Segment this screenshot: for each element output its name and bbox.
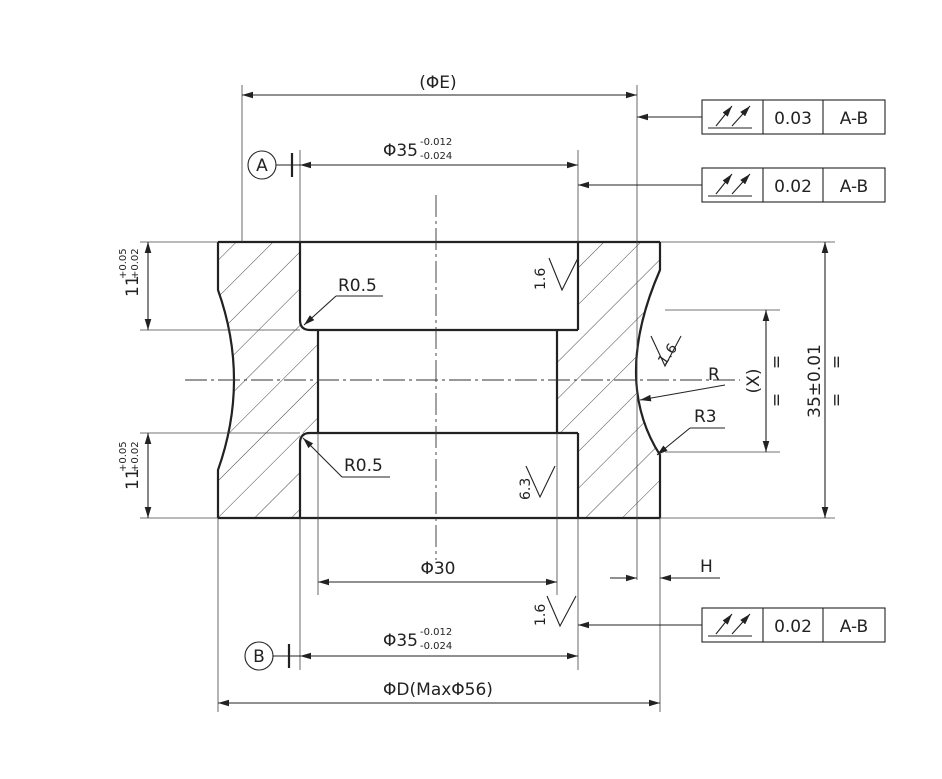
total-runout-icon [708, 173, 752, 197]
surface-finish-1: 1.6 [533, 257, 579, 292]
dim-eq-2: = [767, 393, 787, 407]
dim-d35-bottom: Φ35 -0.012 -0.024 [383, 627, 452, 652]
center-lines [185, 195, 740, 560]
surface-finish-3: 1.6 [650, 335, 682, 368]
dim-eq-3: = [827, 355, 847, 369]
fcf-1-tolerance: 0.03 [774, 109, 812, 129]
surface-finish-3-value: 1.6 [655, 341, 681, 368]
dim-eq-1: = [767, 355, 787, 369]
fcf-2-tolerance: 0.02 [774, 177, 812, 197]
fcf-2-datum: A-B [840, 177, 868, 197]
dimension-lines [144, 91, 829, 707]
fcf-2: 0.02 A-B [701, 167, 886, 203]
fcf-1-datum: A-B [840, 109, 868, 129]
leader-lines [302, 113, 726, 629]
dim-r3: R3 [694, 407, 717, 427]
dim-11-top-upper: +0.05 [118, 248, 129, 279]
extension-lines [140, 85, 835, 712]
surface-finish-4: 1.6 [533, 595, 577, 628]
fcf-3-datum: A-B [840, 617, 868, 637]
dim-11-bot-base: 11 [123, 468, 143, 490]
surface-finish-2-value: 6.3 [518, 478, 534, 500]
surface-finish-2: 6.3 [518, 465, 556, 500]
dim-d35-top-upper: -0.012 [420, 137, 452, 148]
datum-b: B [244, 641, 300, 671]
dim-11-bot-lower: +0.02 [130, 441, 141, 472]
dim-h: H [700, 557, 713, 577]
dim-phi30: Φ30 [420, 559, 455, 579]
dim-r: R [708, 365, 720, 385]
dim-r05-top: R0.5 [338, 276, 377, 296]
dim-11-top: 11 +0.05 +0.02 [118, 248, 143, 297]
datum-a-label: A [256, 156, 268, 176]
dim-11-top-base: 11 [123, 275, 143, 297]
surface-finish-4-value: 1.6 [533, 604, 549, 626]
fcf-3: 0.02 A-B [701, 607, 886, 643]
surface-finish-1-value: 1.6 [533, 268, 549, 290]
dim-x: (X) [744, 369, 764, 394]
dim-phi-e: (ΦE) [419, 73, 456, 93]
total-runout-icon [708, 613, 752, 637]
dim-d35-top: Φ35 -0.012 -0.024 [383, 137, 452, 162]
dim-phi-d: ΦD(MaxΦ56) [383, 680, 493, 700]
part-outline [216, 240, 662, 520]
datum-b-label: B [253, 647, 265, 667]
dim-35: 35±0.01 [805, 344, 825, 418]
dim-d35-bot-base: Φ35 [383, 631, 418, 651]
datum-a: A [247, 150, 300, 180]
dim-d35-top-base: Φ35 [383, 141, 418, 161]
fcf-3-tolerance: 0.02 [774, 617, 812, 637]
dim-r05-bottom: R0.5 [344, 456, 383, 476]
dim-11-top-lower: +0.02 [130, 248, 141, 279]
fcf-1: 0.03 A-B [701, 99, 886, 135]
dim-eq-4: = [827, 393, 847, 407]
dim-d35-top-lower: -0.024 [420, 151, 452, 162]
dim-d35-bot-lower: -0.024 [420, 641, 452, 652]
dim-11-bot-upper: +0.05 [118, 441, 129, 472]
dim-d35-bot-upper: -0.012 [420, 627, 452, 638]
dim-11-bottom: 11 +0.05 +0.02 [118, 441, 143, 490]
total-runout-icon [708, 105, 752, 129]
